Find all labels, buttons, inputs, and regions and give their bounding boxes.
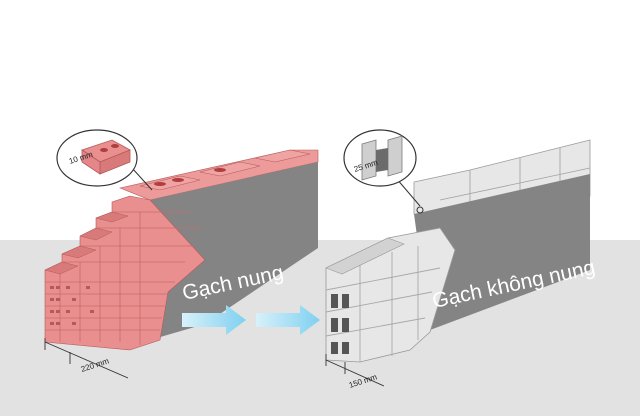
unfired-wall-plaster-face: [414, 174, 590, 330]
callout-unfired-block: [361, 139, 377, 181]
fired-brick-wall: [44, 149, 319, 351]
arrow-right-icon: [182, 305, 246, 335]
unfired-wall-block-courses: [325, 246, 441, 362]
transition-arrows: [182, 305, 320, 335]
callout-fired-leader: [131, 167, 153, 191]
unfired-block-wall: [325, 139, 591, 363]
arrow-right-icon: [256, 305, 320, 335]
callout-unfired-leader: [395, 177, 421, 207]
fired-wall-plaster-face: [150, 162, 318, 340]
fired-wall-steps: [44, 211, 129, 275]
callout-fired-gap: 10 mm: [56, 129, 153, 191]
fired-wall-top-bricks: [139, 149, 311, 191]
callout-unfired-gap: 25 mm: [343, 129, 424, 214]
fired-wall-top-holes: [154, 168, 226, 186]
unfired-block-hollows: [331, 294, 349, 354]
fired-wall-brick-courses: [45, 211, 200, 345]
fired-brick-holes: [50, 286, 94, 325]
